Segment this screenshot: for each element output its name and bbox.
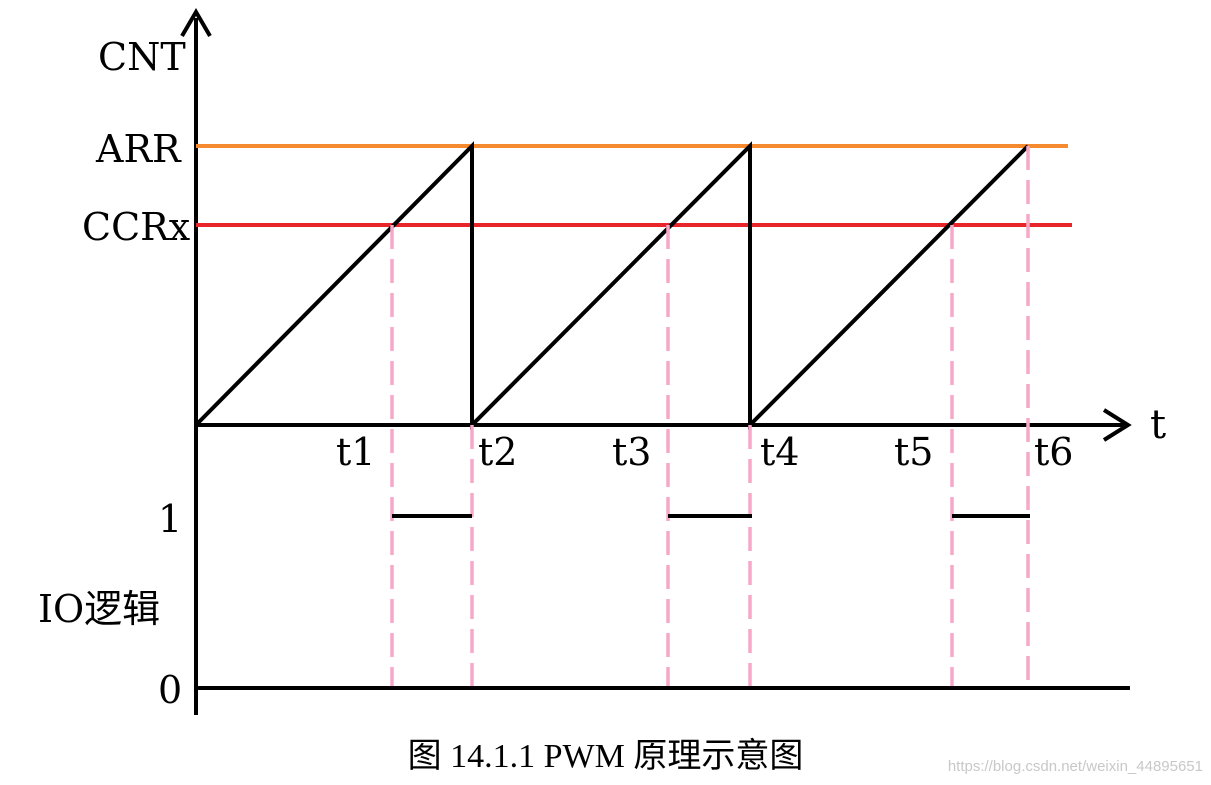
label-t1: t1 <box>336 430 375 474</box>
label-zero: 0 <box>158 668 182 712</box>
label-t5: t5 <box>894 430 933 474</box>
watermark: https://blog.csdn.net/weixin_44895651 <box>947 758 1203 775</box>
guide-lines <box>390 146 1030 690</box>
counter-sawtooth <box>194 141 1030 430</box>
label-t6: t6 <box>1034 430 1073 474</box>
t-axis <box>196 408 1132 442</box>
label-cnt: CNT <box>98 35 186 79</box>
label-t-axis: t <box>1150 402 1166 448</box>
label-ccrx: CCRx <box>82 205 190 249</box>
label-t2: t2 <box>478 430 517 474</box>
figure-caption: 图 14.1.1 PWM 原理示意图 <box>407 738 804 775</box>
label-t3: t3 <box>612 430 651 474</box>
label-t4: t4 <box>760 430 799 474</box>
cnt-axis <box>180 8 212 425</box>
label-one: 1 <box>158 497 182 541</box>
label-arr: ARR <box>95 127 182 171</box>
label-io: IO逻辑 <box>38 587 160 631</box>
io-axis <box>194 425 1130 715</box>
